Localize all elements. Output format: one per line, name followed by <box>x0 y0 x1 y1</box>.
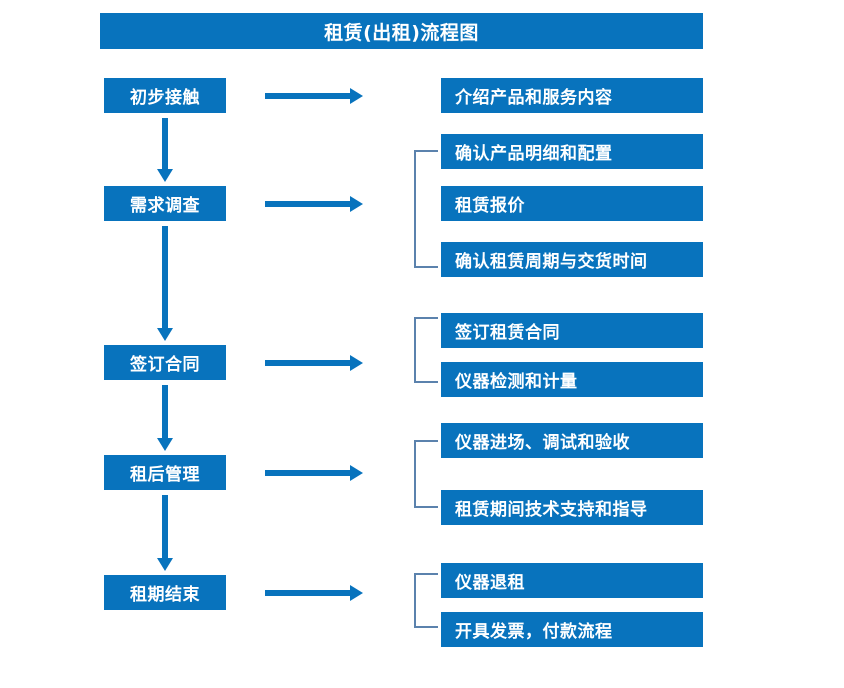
bracket-group-step2 <box>414 150 438 268</box>
step-box-1[interactable]: 初步接触 <box>104 78 226 113</box>
detail-box-9[interactable]: 仪器退租 <box>441 563 703 598</box>
arrow-shaft <box>265 590 351 596</box>
detail-box-6[interactable]: 仪器检测和计量 <box>441 362 703 397</box>
arrow-shaft <box>265 360 351 366</box>
step-box-3[interactable]: 签订合同 <box>104 345 226 380</box>
detail-box-5[interactable]: 签订租赁合同 <box>441 313 703 348</box>
arrow-head <box>350 88 363 104</box>
detail-box-2[interactable]: 确认产品明细和配置 <box>441 134 703 169</box>
detail-box-1[interactable]: 介绍产品和服务内容 <box>441 78 703 113</box>
arrow-shaft <box>265 201 351 207</box>
vertical-arrow-step2-to-step3 <box>157 226 173 341</box>
horizontal-arrow-step2 <box>265 196 363 212</box>
bracket-group-step5 <box>414 573 438 628</box>
arrow-shaft <box>162 495 168 558</box>
arrow-head <box>350 355 363 371</box>
arrow-shaft <box>265 93 351 99</box>
horizontal-arrow-step5 <box>265 585 363 601</box>
arrow-head <box>350 465 363 481</box>
arrow-shaft <box>162 385 168 438</box>
arrow-head <box>350 196 363 212</box>
detail-box-4[interactable]: 确认租赁周期与交货时间 <box>441 242 703 277</box>
arrow-shaft <box>162 226 168 328</box>
arrow-shaft <box>265 470 351 476</box>
arrow-head <box>157 169 173 182</box>
horizontal-arrow-step1 <box>265 88 363 104</box>
vertical-arrow-step4-to-step5 <box>157 495 173 571</box>
step-box-4[interactable]: 租后管理 <box>104 455 226 490</box>
arrow-head <box>157 558 173 571</box>
detail-box-8[interactable]: 租赁期间技术支持和指导 <box>441 490 703 525</box>
step-box-5[interactable]: 租期结束 <box>104 575 226 610</box>
arrow-shaft <box>162 118 168 169</box>
detail-box-10[interactable]: 开具发票，付款流程 <box>441 612 703 647</box>
bracket-group-step3 <box>414 317 438 383</box>
page-title: 租赁(出租)流程图 <box>100 13 703 49</box>
step-box-2[interactable]: 需求调查 <box>104 186 226 221</box>
detail-box-3[interactable]: 租赁报价 <box>441 186 703 221</box>
horizontal-arrow-step4 <box>265 465 363 481</box>
arrow-head <box>157 328 173 341</box>
arrow-head <box>350 585 363 601</box>
horizontal-arrow-step3 <box>265 355 363 371</box>
bracket-group-step4 <box>414 440 438 508</box>
vertical-arrow-step3-to-step4 <box>157 385 173 451</box>
arrow-head <box>157 438 173 451</box>
vertical-arrow-step1-to-step2 <box>157 118 173 182</box>
detail-box-7[interactable]: 仪器进场、调试和验收 <box>441 423 703 458</box>
